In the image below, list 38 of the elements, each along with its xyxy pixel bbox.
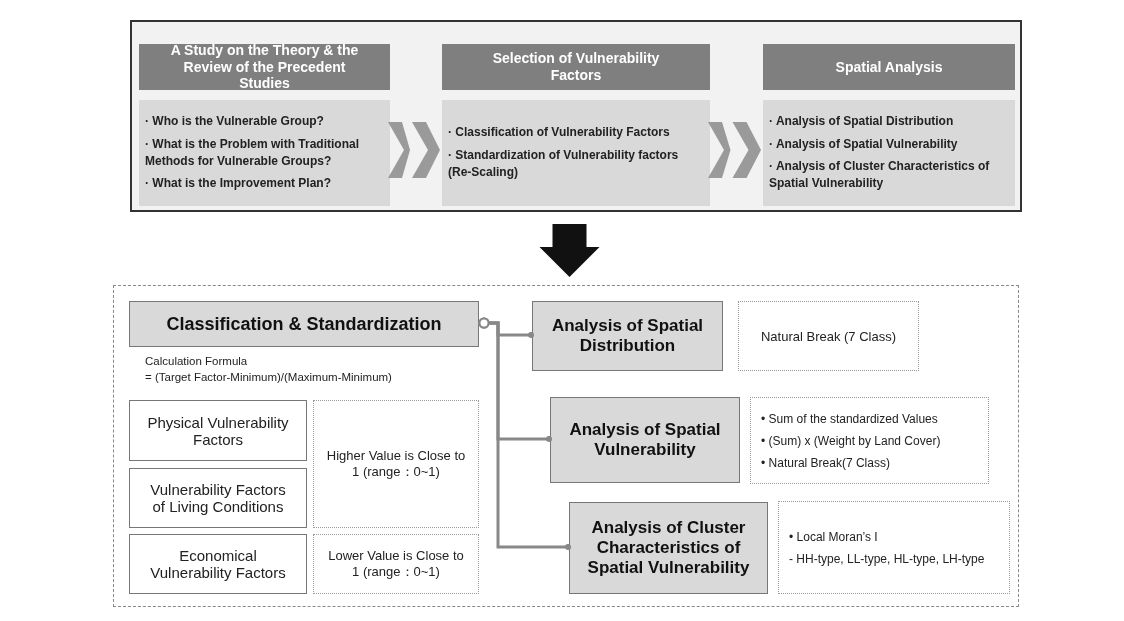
bullet-item: · Who is the Vulnerable Group? [145,113,325,131]
factor-box: Economical Vulnerability Factors [129,534,307,594]
column-header: A Study on the Theory & the Review of the Precedent Studies [139,44,390,90]
factor-box: Physical Vulnerability Factors [129,400,307,461]
note-text: • Natural Break(7 Class) [761,455,891,470]
process-box: Classification & Standardization [129,301,479,347]
bullet-item: · Classification of Vulnerability Factors [448,124,671,142]
note-text: Higher Value is Close to 1 (range：0~1) [325,447,467,481]
note-text: - HH-type, LL-type, HL-type, LH-type [789,551,986,566]
factor-box: Vulnerability Factors of Living Conditions [129,468,307,528]
note-box [313,534,479,594]
process-panel [130,20,1022,212]
note-text: • Local Moran’s I [789,529,879,544]
bullet-item: · What is the Problem with Traditional Methods for Vulnerable Groups? [145,135,360,170]
note-box [778,501,1010,594]
note-text: Natural Break (7 Class) [760,328,897,344]
connector-line [478,317,572,551]
note-text: Lower Value is Close to 1 (range：0~1) [327,547,465,581]
bullet-item: · What is the Improvement Plan? [145,175,333,193]
note-text: • (Sum) x (Weight by Land Cover) [761,433,942,448]
bullet-item: · Analysis of Cluster Characteristics of Spatial Vulnerability [769,158,991,193]
bullet-item: · Analysis of Spatial Distribution [769,113,955,131]
note-box [738,301,919,371]
process-box: Analysis of Cluster Characteristics of Spatial Vulnerability [569,502,768,594]
note-box [750,397,989,484]
column-header: Spatial Analysis [763,44,1015,90]
note-text: • Sum of the standardized Values [761,411,939,426]
down-arrow [539,224,600,277]
note-box [313,400,479,528]
bullet-item: · Analysis of Spatial Vulnerability [769,135,959,153]
formula-text: = (Target Factor-Minimum)/(Maximum-Minimum) [145,371,392,383]
column-header: Selection of Vulnerability Factors [442,44,710,90]
bullet-item: · Standardization of Vulnerability factors (Re-Scaling) [448,146,680,182]
process-box: Analysis of Spatial Distribution [532,301,723,371]
chevron-arrow [708,122,761,178]
process-box: Analysis of Spatial Vulnerability [550,397,740,483]
analysis-panel [113,285,1019,607]
chevron-arrow [388,122,440,178]
